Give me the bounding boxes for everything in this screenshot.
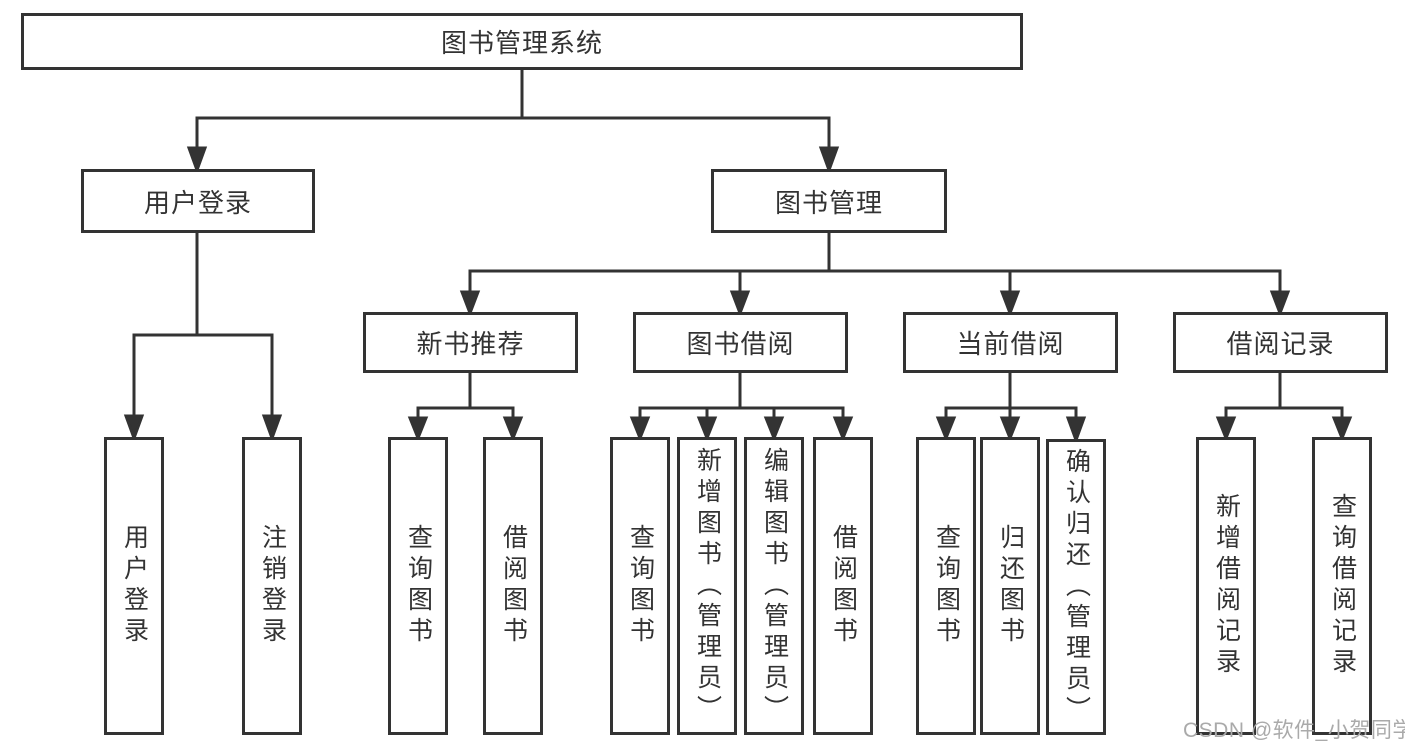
leaf-borrowing-borrow-books: 借阅图书	[813, 437, 873, 735]
leaf-borrowing-add-books-admin-label: 新增图书（管理员）	[693, 446, 722, 726]
node-borrowing-records: 借阅记录	[1173, 312, 1388, 373]
leaf-current-confirm-return-admin: 确认归还（管理员）	[1046, 439, 1106, 735]
connector-lines	[123, 69, 1353, 445]
node-book-management: 图书管理	[711, 169, 947, 233]
leaf-records-query-record: 查询借阅记录	[1312, 437, 1372, 735]
node-new-book-recommend-label: 新书推荐	[416, 329, 525, 359]
leaf-logout-label: 注销登录	[258, 524, 287, 648]
leaf-records-add-record-label: 新增借阅记录	[1212, 493, 1241, 679]
leaf-borrowing-edit-books-admin-label: 编辑图书（管理员）	[760, 446, 789, 726]
node-book-borrowing: 图书借阅	[633, 312, 848, 373]
csdn-watermark: CSDN @软件_小贺同学	[1183, 719, 1405, 742]
leaf-borrowing-edit-books-admin: 编辑图书（管理员）	[744, 437, 804, 735]
leaf-borrowing-query-books: 查询图书	[610, 437, 670, 735]
node-user-login: 用户登录	[81, 169, 315, 233]
leaf-user-login-label: 用户登录	[120, 524, 149, 648]
leaf-current-confirm-return-admin-label: 确认归还（管理员）	[1062, 447, 1091, 727]
leaf-recommend-borrow-books-label: 借阅图书	[499, 524, 528, 648]
leaf-recommend-borrow-books: 借阅图书	[483, 437, 543, 735]
leaf-borrowing-add-books-admin: 新增图书（管理员）	[677, 437, 737, 735]
node-new-book-recommend: 新书推荐	[363, 312, 578, 373]
leaf-records-add-record: 新增借阅记录	[1196, 437, 1256, 735]
leaf-records-query-record-label: 查询借阅记录	[1328, 493, 1357, 679]
node-current-borrowing-label: 当前借阅	[956, 329, 1065, 359]
leaf-current-query-books: 查询图书	[916, 437, 976, 735]
node-root-system: 图书管理系统	[21, 13, 1023, 70]
node-book-management-label: 图书管理	[774, 187, 883, 218]
leaf-logout: 注销登录	[242, 437, 302, 735]
leaf-current-return-books: 归还图书	[980, 437, 1040, 735]
node-borrowing-records-label: 借阅记录	[1226, 329, 1335, 359]
leaf-borrowing-query-books-label: 查询图书	[626, 524, 655, 648]
node-user-login-label: 用户登录	[143, 187, 252, 218]
leaf-recommend-query-books-label: 查询图书	[404, 524, 433, 648]
leaf-recommend-query-books: 查询图书	[388, 437, 448, 735]
leaf-current-return-books-label: 归还图书	[996, 524, 1025, 648]
node-book-borrowing-label: 图书借阅	[686, 329, 795, 359]
leaf-user-login: 用户登录	[104, 437, 164, 735]
leaf-current-query-books-label: 查询图书	[932, 524, 961, 648]
leaf-borrowing-borrow-books-label: 借阅图书	[829, 524, 858, 648]
node-root-label: 图书管理系统	[440, 28, 603, 58]
node-current-borrowing: 当前借阅	[903, 312, 1118, 373]
